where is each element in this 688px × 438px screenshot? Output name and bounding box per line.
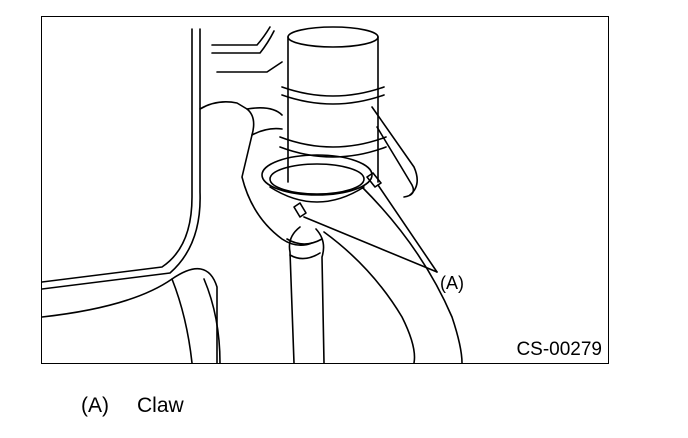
hose — [288, 226, 301, 363]
claw-left — [293, 202, 307, 218]
leader-line — [303, 216, 438, 273]
housing-edge — [42, 28, 193, 283]
housing-curve — [203, 278, 221, 363]
legend: (A) Claw — [81, 393, 184, 419]
mount-plate — [199, 101, 313, 247]
housing-edge — [42, 28, 201, 290]
callout-label: (A) — [440, 273, 464, 293]
housing-curve — [171, 278, 193, 363]
clamp-ring — [261, 154, 373, 196]
clamp-ring — [269, 186, 365, 203]
bracket — [216, 61, 283, 73]
clamp-ring — [269, 163, 365, 195]
body-curve — [361, 186, 463, 363]
mount-plate — [251, 127, 283, 136]
legend-key: (A) — [81, 394, 109, 417]
bracket — [211, 30, 275, 54]
pipe-top — [287, 26, 379, 48]
pipe-ring — [279, 136, 387, 148]
hose — [315, 228, 325, 363]
hose-connector — [289, 252, 321, 260]
bracket — [211, 26, 271, 46]
line-drawing: (A) — [42, 26, 464, 363]
pipe-band — [281, 86, 385, 97]
figure-code: CS-00279 — [516, 339, 602, 360]
hose-connector — [286, 238, 323, 245]
leader-line — [377, 184, 438, 273]
pipe-band — [281, 94, 385, 105]
legend-label: Claw — [137, 394, 184, 417]
mount-plate — [246, 107, 283, 116]
body-curve — [323, 231, 416, 363]
right-bracket — [371, 106, 418, 196]
diagram-figure: (A) CS-00279 — [41, 16, 609, 364]
claw-right — [366, 172, 382, 188]
pipe-ring — [279, 146, 387, 158]
